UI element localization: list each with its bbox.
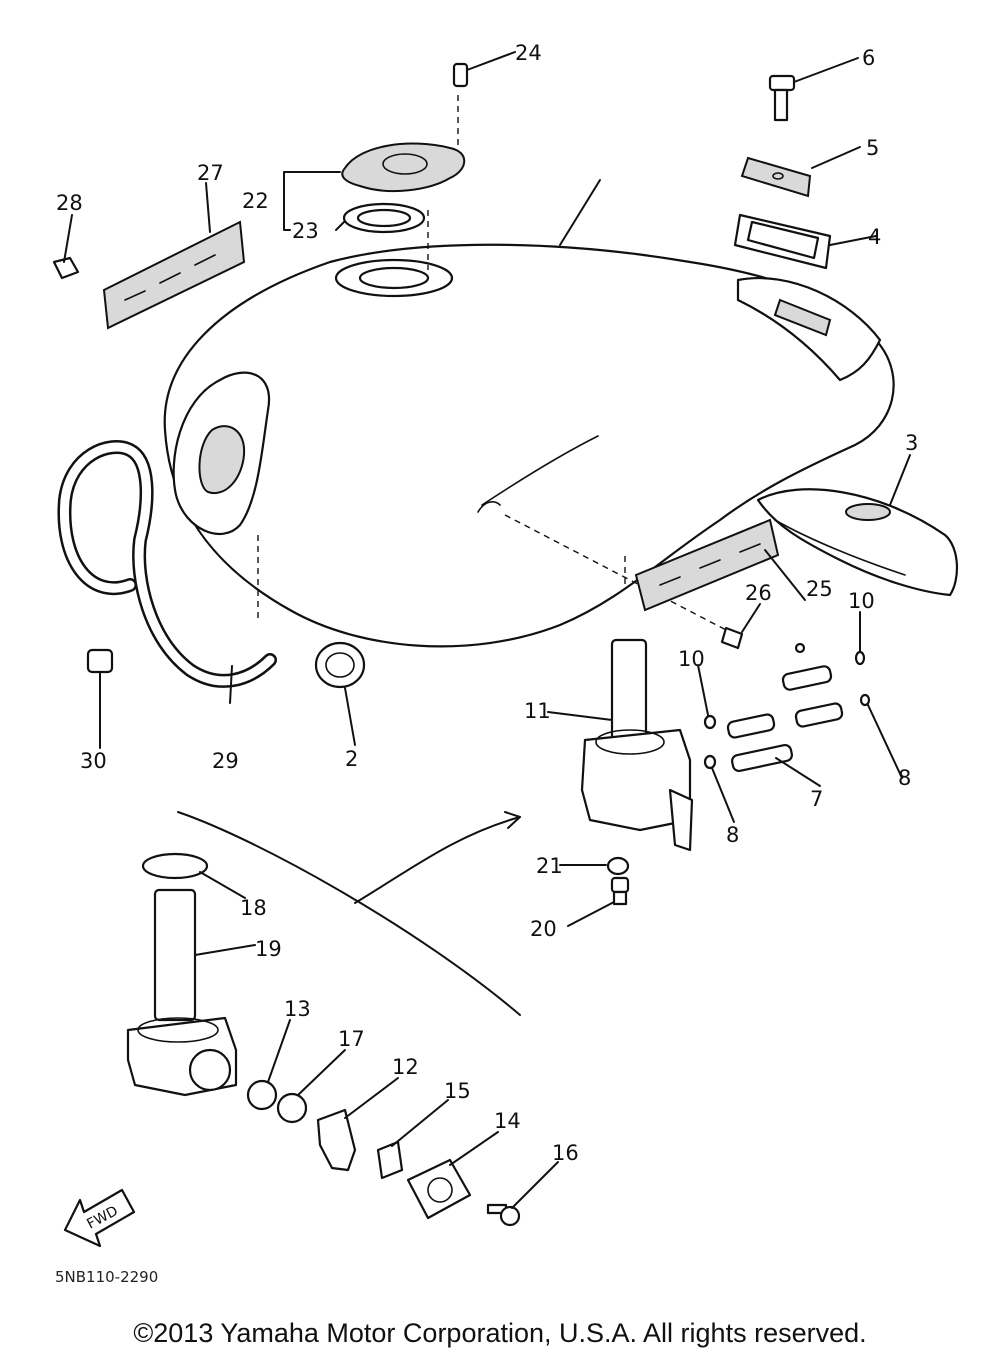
callout-12: 12 (392, 1055, 419, 1079)
callout-13: 13 (284, 997, 311, 1021)
callout-4: 4 (868, 225, 881, 249)
damper-part-4 (733, 213, 832, 270)
callout-11: 11 (524, 699, 551, 723)
band-part-25 (634, 518, 780, 612)
callout-labels: 24 6 5 4 27 22 23 28 3 25 26 10 10 11 7 … (56, 41, 918, 1165)
callout-8a: 8 (726, 823, 739, 847)
callout-14: 14 (494, 1109, 521, 1133)
callout-10b: 10 (848, 589, 875, 613)
callout-2: 2 (345, 747, 358, 771)
screw-part-28 (52, 256, 80, 280)
rear-bracket-part-3 (756, 488, 959, 597)
callout-25: 25 (806, 577, 833, 601)
bolt-part-24 (452, 62, 469, 88)
fuel-tank (163, 243, 895, 648)
callout-26: 26 (745, 581, 772, 605)
fuel-cock-part-11 (580, 638, 694, 852)
emblem-part-27 (102, 220, 246, 330)
callout-5: 5 (866, 136, 879, 160)
callout-30: 30 (80, 749, 107, 773)
callout-17: 17 (338, 1027, 365, 1051)
fuel-cap-part-22 (341, 142, 466, 192)
callout-3: 3 (905, 431, 918, 455)
callout-15: 15 (444, 1079, 471, 1103)
callout-10a: 10 (678, 647, 705, 671)
gasket-part-23 (342, 202, 426, 234)
diagram-code: 5NB110-2290 (55, 1268, 158, 1286)
callout-19: 19 (255, 937, 282, 961)
variant-inset (177, 811, 521, 1016)
leader-lines (63, 51, 911, 1209)
spring-part-15 (376, 1140, 404, 1180)
callout-18: 18 (240, 896, 267, 920)
gasket-part-18 (141, 852, 209, 880)
callout-29: 29 (212, 749, 239, 773)
lever-part-12 (316, 1108, 357, 1172)
forward-arrow-icon: FWD (63, 1188, 136, 1248)
copyright-notice: ©2013 Yamaha Motor Corporation, U.S.A. A… (133, 1318, 867, 1348)
washer-part-5 (740, 156, 812, 198)
callout-21: 21 (536, 854, 563, 878)
strainer-set-parts-7-8-10 (703, 642, 871, 773)
plate-part-14 (406, 1158, 472, 1220)
callout-28: 28 (56, 191, 83, 215)
callout-8b: 8 (898, 766, 911, 790)
callout-16: 16 (552, 1141, 579, 1165)
callout-7: 7 (810, 787, 823, 811)
callout-24: 24 (515, 41, 542, 65)
callout-6: 6 (862, 46, 875, 70)
screw-part-26 (720, 626, 744, 650)
bolt-part-6 (768, 74, 796, 122)
washer-part-21 (606, 856, 630, 876)
callout-22: 22 (242, 189, 269, 213)
o-ring-part-13 (246, 1079, 278, 1111)
cap-part-2 (314, 641, 366, 689)
hose-part-29 (57, 440, 277, 688)
screw-part-20 (610, 876, 630, 906)
o-ring-part-17 (276, 1092, 308, 1124)
callout-23: 23 (292, 219, 319, 243)
callout-27: 27 (197, 161, 224, 185)
screw-part-16 (486, 1203, 521, 1227)
fuel-tank-exploded-diagram: FWD 24 6 5 (52, 41, 959, 1286)
callout-20: 20 (530, 917, 557, 941)
clip-part-30 (86, 648, 114, 674)
fuel-cock-part-19 (126, 888, 238, 1097)
